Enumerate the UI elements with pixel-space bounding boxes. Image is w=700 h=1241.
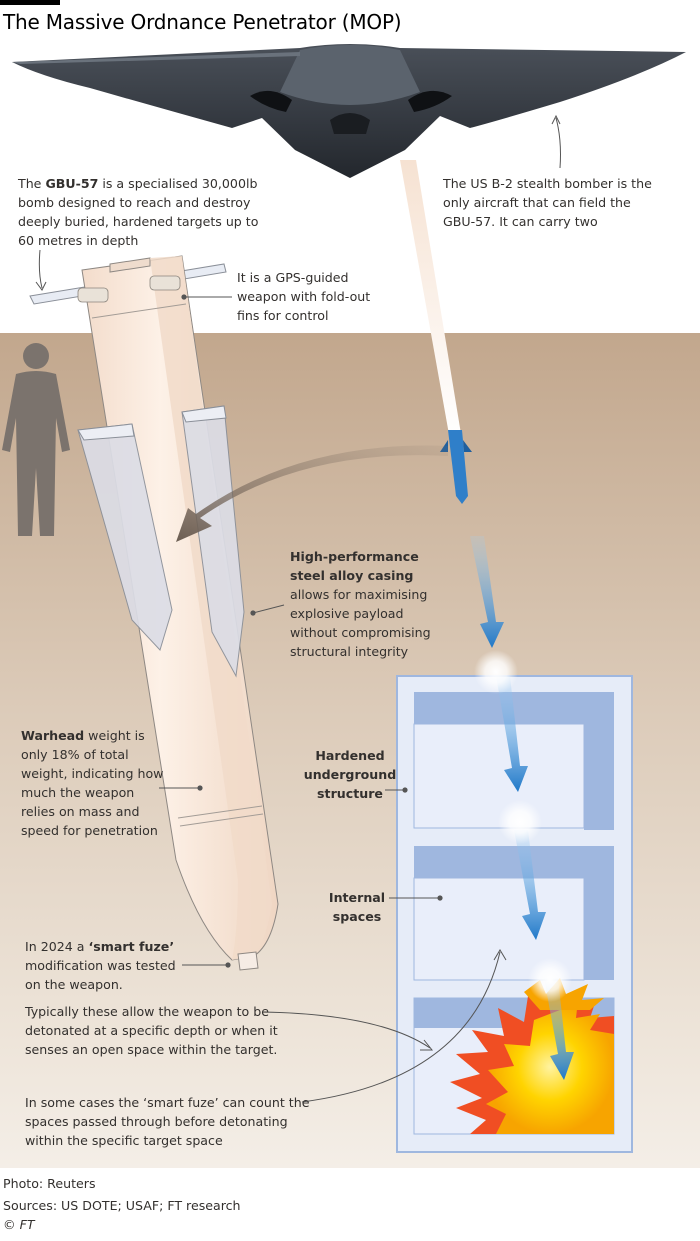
b2-annotation: The US B-2 stealth bomber is the only ai… bbox=[443, 176, 652, 229]
page-title: The Massive Ordnance Penetrator (MOP) bbox=[3, 10, 402, 34]
drop-trail bbox=[400, 160, 462, 440]
photo-credit: Photo: Reuters bbox=[3, 1176, 96, 1191]
b2-pointer bbox=[555, 117, 561, 169]
casing-annotation: High-performance steel alloy casing allo… bbox=[290, 549, 431, 659]
casing-pointer bbox=[252, 604, 285, 614]
person-silhouette-icon bbox=[2, 343, 70, 536]
b2-bomber-image bbox=[12, 44, 686, 178]
casing-arrow bbox=[176, 445, 448, 542]
typically-annotation: Typically these allow the weapon to be d… bbox=[25, 1004, 278, 1057]
copyright: © FT bbox=[3, 1217, 35, 1232]
gps-annotation: It is a GPS-guided weapon with fold-out … bbox=[237, 270, 371, 323]
typically-pointer bbox=[261, 1011, 431, 1049]
internal-annotation: Internal spaces bbox=[328, 890, 386, 924]
gbu57-pointer bbox=[38, 249, 43, 289]
count-annotation: In some cases the ‘smart fuze’ can count… bbox=[25, 1095, 310, 1148]
ft-topbar bbox=[0, 0, 60, 5]
gbu57-annotation: The GBU-57 is a specialised 30,000lb bom… bbox=[18, 176, 259, 248]
penetration-arrows bbox=[470, 536, 574, 1080]
count-pointer bbox=[301, 951, 501, 1103]
gbu57-bomb-illustration bbox=[29, 255, 279, 971]
warhead-annotation: Warhead weight is only 18% of total weig… bbox=[21, 728, 164, 838]
hardened-annotation: Hardened underground structure bbox=[303, 748, 397, 801]
small-bomb-icon bbox=[440, 430, 472, 504]
sources-credit: Sources: US DOTE; USAF; FT research bbox=[3, 1198, 241, 1213]
fuze-annotation: In 2024 a ‘smart fuze’ modification was … bbox=[25, 939, 176, 992]
